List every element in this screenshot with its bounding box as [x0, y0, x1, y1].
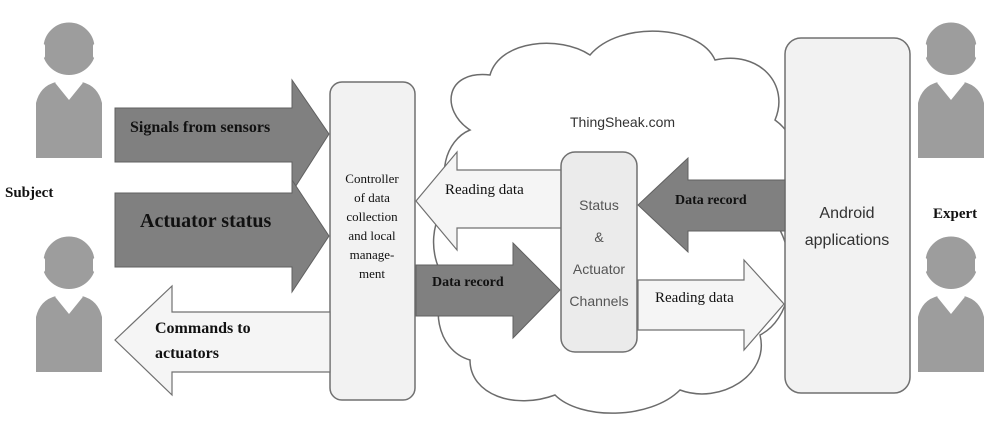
signals-from-sensors-label: Signals from sensors [130, 119, 270, 136]
actuator-status-arrow [114, 178, 330, 294]
channels-label: Status & Actuator Channels [569, 197, 628, 309]
controller-label-line1: Controller [345, 171, 399, 186]
reading-data-right-arrow [637, 258, 785, 352]
channels-label-line4: Channels [569, 293, 628, 309]
data-record-mid-arrow [415, 241, 561, 340]
controller-box [329, 81, 416, 401]
android-label-line1: Android [819, 205, 874, 222]
subject-label: Subject [5, 185, 53, 201]
data-record-mid-label: Data record [432, 275, 504, 290]
controller-label-line3: collection [346, 209, 398, 224]
channels-label-line1: Status [579, 197, 619, 213]
channels-label-line3: Actuator [573, 261, 625, 277]
controller-label: Controller of data collection and local … [345, 171, 399, 281]
controller-label-line4: and local [348, 228, 396, 243]
android-label: Android applications [805, 205, 890, 249]
android-label-line2: applications [805, 232, 890, 249]
expert-label: Expert [933, 206, 977, 222]
person-headset-icon-expert-bottom [918, 233, 984, 372]
data-record-right-arrow [637, 156, 786, 254]
controller-label-line2: of data [354, 190, 390, 205]
channels-box [560, 151, 638, 353]
reading-data-right-label: Reading data [655, 290, 734, 306]
commands-label-line2: actuators [155, 345, 219, 362]
reading-data-left-arrow [415, 150, 563, 252]
actuator-status-label: Actuator status [140, 210, 272, 232]
person-headset-icon-expert-top [918, 19, 984, 158]
reading-data-left-label: Reading data [445, 182, 524, 198]
controller-label-line6: ment [359, 266, 385, 281]
person-headset-icon-subject-top [36, 19, 102, 158]
person-headset-icon-subject-bottom [36, 233, 102, 372]
controller-label-line5: manage- [350, 247, 395, 262]
channels-label-line2: & [594, 229, 604, 245]
cloud-title: ThingSheak.com [570, 114, 675, 130]
commands-label-line1: Commands to [155, 320, 251, 337]
data-record-right-label: Data record [675, 193, 747, 208]
commands-to-actuators-arrow [114, 284, 331, 397]
signals-from-sensors-arrow [114, 78, 330, 194]
